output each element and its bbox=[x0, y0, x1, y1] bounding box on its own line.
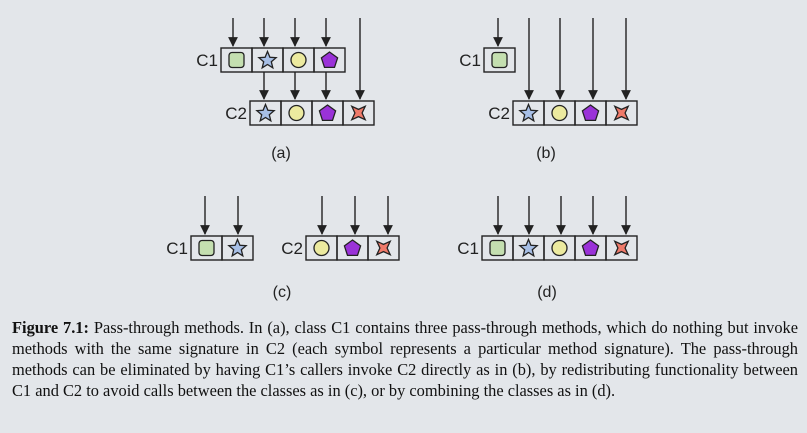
class-box-c2: C2 bbox=[281, 235, 400, 261]
class-box-c2: C2 bbox=[225, 100, 375, 126]
pentagon-icon bbox=[343, 239, 362, 257]
class-name-label: C1 bbox=[457, 239, 479, 258]
class-box-c1: C1 bbox=[457, 235, 638, 261]
pentagon-icon bbox=[581, 104, 600, 122]
pentagon-icon bbox=[318, 104, 337, 122]
rounded-square-icon bbox=[198, 239, 215, 257]
circle-icon bbox=[288, 104, 305, 122]
circle-icon bbox=[551, 104, 568, 122]
star-icon bbox=[257, 49, 278, 70]
figure-caption: Figure 7.1: Pass-through methods. In (a)… bbox=[12, 317, 798, 401]
panel-label: (b) bbox=[536, 145, 556, 162]
panel-label: (d) bbox=[537, 284, 557, 301]
class-name-label: C1 bbox=[196, 51, 218, 70]
star-icon bbox=[518, 237, 539, 258]
panel-c: C1 C2 (c) bbox=[166, 196, 400, 301]
rounded-square-icon bbox=[228, 51, 245, 69]
four-point-star-icon bbox=[613, 239, 630, 257]
four-point-star-icon bbox=[613, 104, 630, 122]
star-icon bbox=[227, 237, 248, 258]
method-cell bbox=[342, 100, 375, 126]
panel-label: (c) bbox=[273, 284, 292, 301]
panel-d: C1 (d) bbox=[457, 196, 638, 301]
class-name-label: C1 bbox=[459, 51, 481, 70]
circle-icon bbox=[551, 239, 568, 257]
panel-label: (a) bbox=[271, 145, 291, 162]
method-cell bbox=[367, 235, 400, 261]
star-icon bbox=[518, 102, 539, 123]
class-name-label: C2 bbox=[281, 239, 303, 258]
circle-icon bbox=[290, 51, 307, 69]
method-cell bbox=[483, 47, 516, 73]
class-box-c1: C1 bbox=[459, 47, 516, 73]
caption-label: Figure 7.1: bbox=[12, 318, 89, 337]
method-cell bbox=[605, 235, 638, 261]
circle-icon bbox=[313, 239, 330, 257]
caption-text: Pass-through methods. In (a), class C1 c… bbox=[12, 318, 798, 400]
rounded-square-icon bbox=[489, 239, 506, 257]
class-name-label: C1 bbox=[166, 239, 188, 258]
method-cell bbox=[605, 100, 638, 126]
class-box-c2: C2 bbox=[488, 100, 638, 126]
star-icon bbox=[255, 102, 276, 123]
class-name-label: C2 bbox=[225, 104, 247, 123]
class-name-label: C2 bbox=[488, 104, 510, 123]
class-box-c1: C1 bbox=[166, 235, 254, 261]
pentagon-icon bbox=[581, 239, 600, 257]
rounded-square-icon bbox=[491, 51, 508, 69]
four-point-star-icon bbox=[375, 239, 392, 257]
method-cell bbox=[221, 235, 254, 261]
four-point-star-icon bbox=[350, 104, 367, 122]
method-cell bbox=[313, 47, 346, 73]
pentagon-icon bbox=[320, 51, 339, 69]
class-box-c1: C1 bbox=[196, 47, 346, 73]
